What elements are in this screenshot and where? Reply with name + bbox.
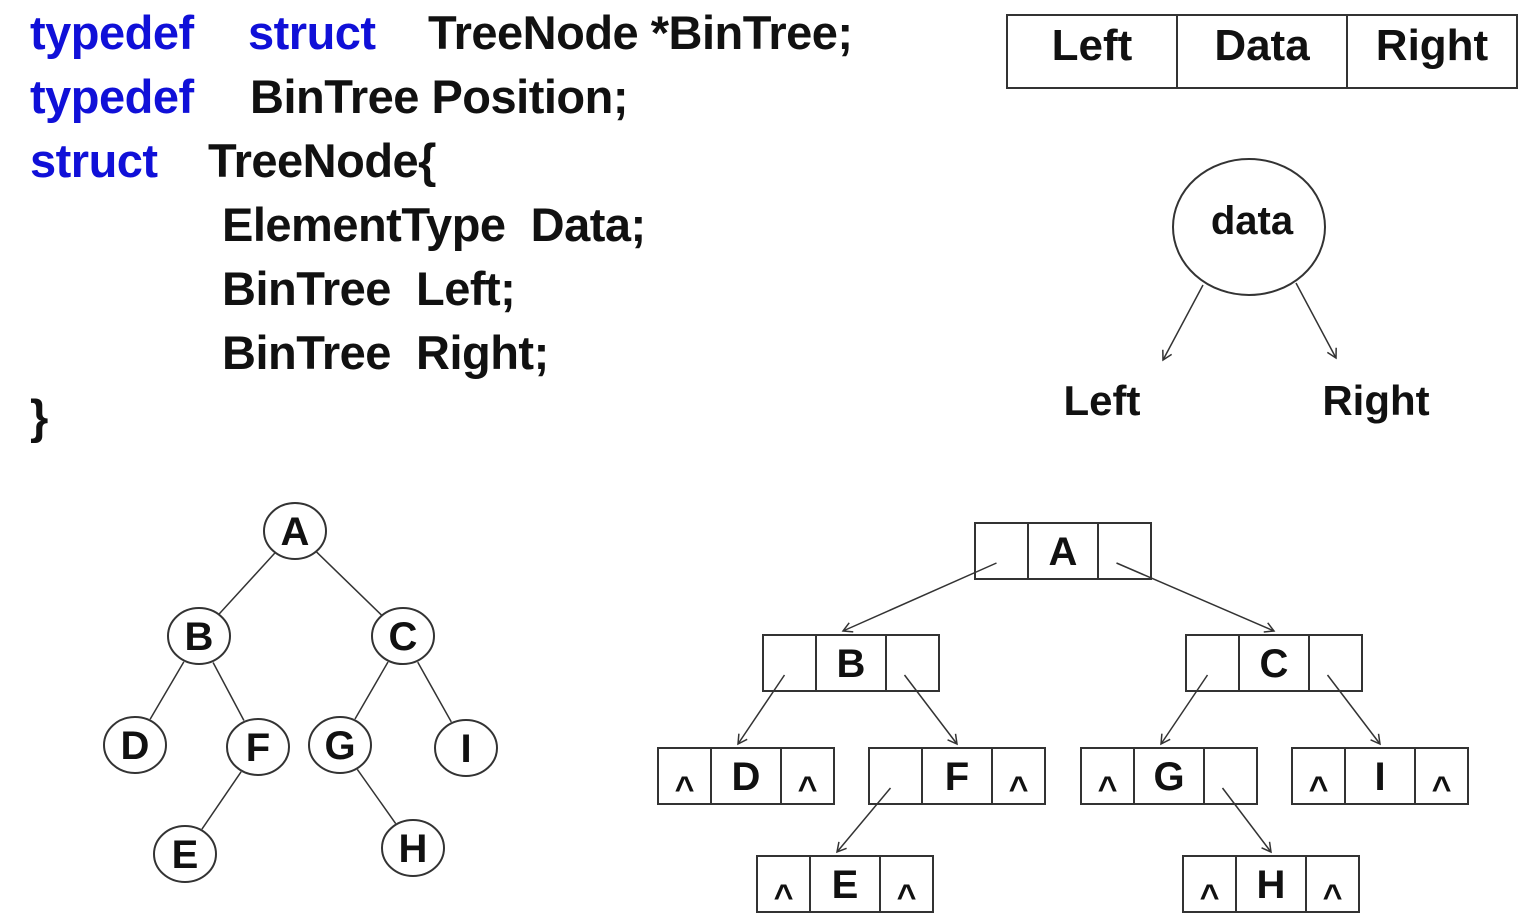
tree-node-circle [434, 719, 498, 777]
pointer-arrow [1116, 562, 1276, 633]
null-pointer-symbol: ^ [774, 878, 794, 916]
null-pointer-symbol: ^ [1009, 770, 1029, 808]
tree-edge [212, 662, 245, 721]
right-arrow [1295, 282, 1337, 360]
linked-node-data: H [1257, 863, 1286, 907]
linked-node-D: D ^ ^ [657, 747, 835, 808]
node-layout-box: Left Data Right [1006, 14, 1518, 89]
tree-node-label: E [172, 833, 199, 877]
tree-edge [417, 661, 452, 723]
null-pointer-symbol: ^ [1323, 878, 1343, 916]
layout-right-label: Right [1376, 21, 1489, 70]
pointer-arrow [737, 674, 786, 746]
linked-node-H: H ^ ^ [1182, 855, 1360, 916]
tree-node-circle [167, 607, 231, 665]
linked-node-data: F [945, 755, 969, 799]
code-line-5: BinTree Left; [222, 262, 516, 315]
null-pointer-symbol: ^ [1200, 878, 1220, 916]
code-line-2-text: BinTree Position; [250, 70, 629, 123]
linked-node-data: A [1049, 530, 1078, 574]
tree-edge [218, 552, 276, 615]
linked-node-data: C [1260, 642, 1289, 686]
null-pointer-symbol: ^ [897, 878, 917, 916]
linked-node-G: G^ [1080, 747, 1258, 808]
pointer-arrow [836, 787, 892, 854]
code-line-1-keyword-struct: struct [248, 6, 376, 59]
linked-node-F: F^ [868, 747, 1046, 808]
code-line-3-keyword-struct: struct [30, 134, 158, 187]
left-arrow [1162, 284, 1204, 362]
tree-node-label: C [389, 615, 418, 659]
tree-edge [356, 769, 397, 824]
linked-node-E: E ^ ^ [756, 855, 934, 916]
linked-node-data: E [832, 863, 859, 907]
tree-node-label: G [324, 724, 355, 768]
null-pointer-symbol: ^ [1098, 770, 1118, 808]
linked-node-data: I [1374, 755, 1385, 799]
layout-data-label: Data [1214, 21, 1310, 70]
null-pointer-symbol: ^ [798, 770, 818, 808]
code-line-2-keyword-typedef: typedef [30, 70, 194, 123]
linked-node-data: B [837, 642, 866, 686]
code-line-6: BinTree Right; [222, 326, 549, 379]
tree-node-circle [226, 718, 290, 776]
circle-left-label: Left [1064, 377, 1141, 424]
tree-node-circle [263, 502, 327, 560]
binary-tree: A B C D F G I E H [103, 502, 498, 883]
pointer-arrow [841, 562, 997, 633]
tree-node-label: D [121, 724, 150, 768]
code-line-4: ElementType Data; [222, 198, 646, 251]
pointer-arrow [1326, 674, 1381, 746]
tree-node-circle [381, 819, 445, 877]
tree-node-label: B [185, 615, 214, 659]
null-pointer-symbol: ^ [1432, 770, 1452, 808]
pointer-arrow [1160, 674, 1209, 746]
circle-right-label: Right [1322, 377, 1429, 424]
null-pointer-symbol: ^ [1309, 770, 1329, 808]
tree-node-label: F [246, 726, 270, 770]
tree-edge [354, 661, 389, 720]
tree-node-label: H [399, 827, 428, 871]
tree-edge [201, 771, 242, 830]
null-pointer-symbol: ^ [675, 770, 695, 808]
code-line-1-keyword-typedef: typedef [30, 6, 194, 59]
tree-node-label: I [460, 727, 471, 771]
layout-left-label: Left [1052, 21, 1133, 70]
pointer-arrow [1221, 787, 1272, 854]
tree-node-circle [371, 607, 435, 665]
pointer-arrow [903, 674, 958, 746]
linked-node-data: D [732, 755, 761, 799]
code-line-7: } [30, 390, 48, 443]
code-line-3-text: TreeNode{ [208, 134, 436, 187]
linked-node-A: A [974, 522, 1152, 580]
linked-node-B: B [762, 634, 940, 692]
tree-node-label: A [281, 510, 310, 554]
tree-edge [315, 551, 383, 616]
tree-node-circle [103, 716, 167, 774]
circle-data-label: data [1211, 199, 1294, 243]
tree-node-circle [153, 825, 217, 883]
tree-edge [149, 661, 185, 720]
code-line-1-text: TreeNode *BinTree; [428, 6, 853, 59]
node-circle-diagram: data Left Right [1064, 158, 1430, 424]
linked-node-data: G [1153, 755, 1184, 799]
linked-node-I: I ^ ^ [1291, 747, 1469, 808]
linked-node-C: C [1185, 634, 1363, 692]
tree-node-circle [308, 716, 372, 774]
